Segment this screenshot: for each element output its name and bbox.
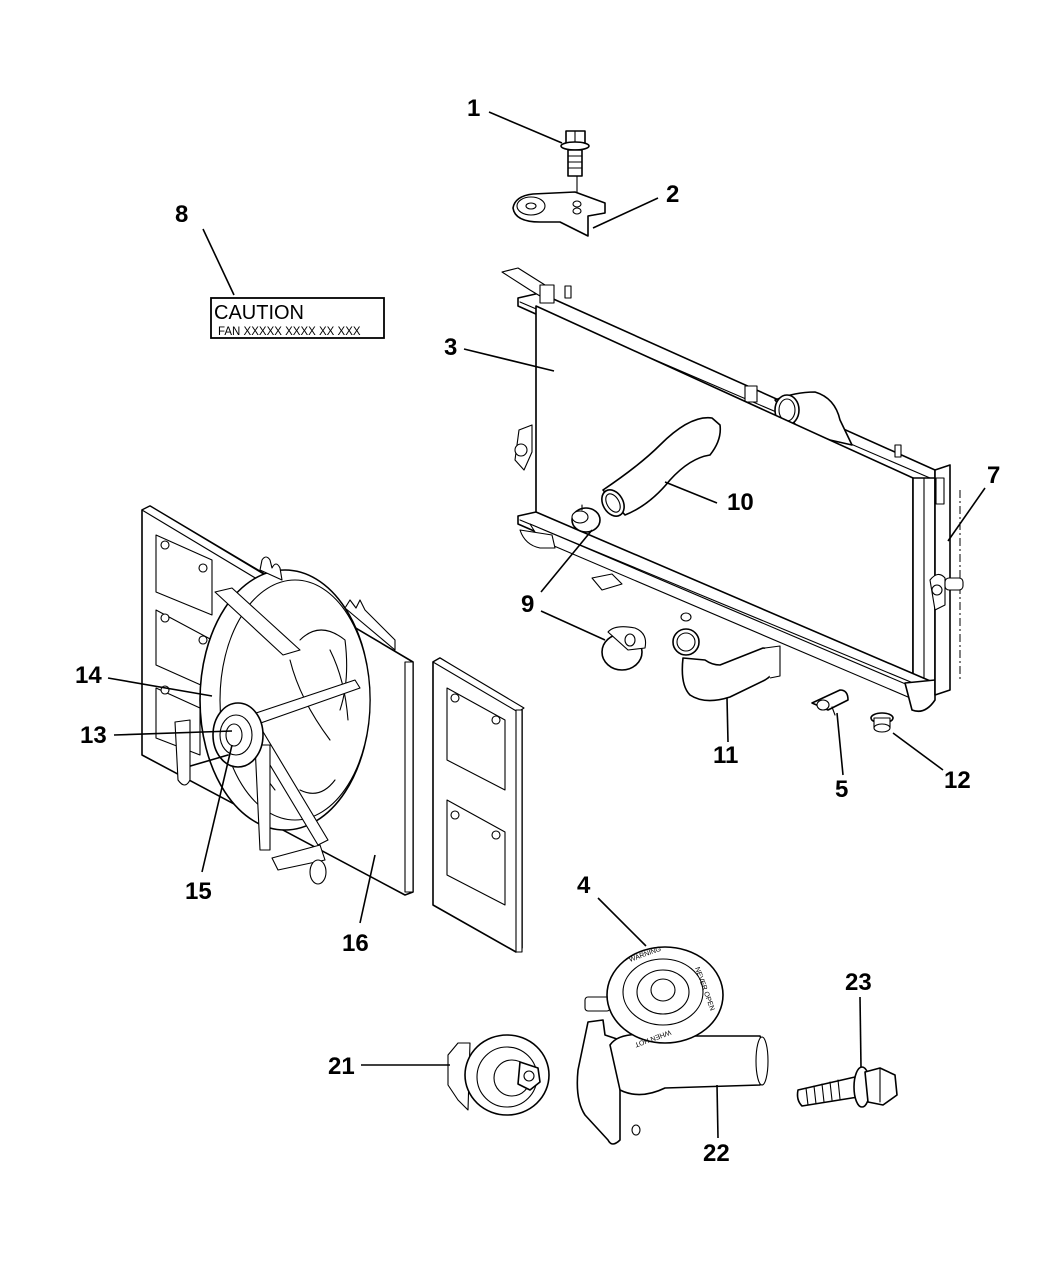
callout-15[interactable]: 15 <box>185 878 212 905</box>
callout-2[interactable]: 2 <box>666 181 679 208</box>
callout-7[interactable]: 7 <box>987 462 1000 489</box>
part-clamp-9b[interactable] <box>601 626 647 671</box>
part-bracket-2[interactable] <box>512 191 606 237</box>
callout-5[interactable]: 5 <box>835 776 848 803</box>
callout-12[interactable]: 12 <box>944 767 971 794</box>
part-upper-hose-10[interactable] <box>597 416 722 520</box>
callout-8[interactable]: 8 <box>175 201 188 228</box>
part-fan-shroud-16[interactable] <box>141 505 414 896</box>
callout-22[interactable]: 22 <box>703 1140 730 1167</box>
callout-14[interactable]: 14 <box>75 662 102 689</box>
part-lower-hose-11[interactable] <box>672 628 781 702</box>
part-thermostat-housing-22[interactable] <box>576 996 769 1145</box>
callout-labels: 1 2 3 4 5 7 8 9 10 11 12 13 14 15 16 21 … <box>75 95 1000 1167</box>
callout-1[interactable]: 1 <box>467 95 480 122</box>
callout-13[interactable]: 13 <box>80 722 107 749</box>
callout-11[interactable]: 11 <box>713 742 738 769</box>
part-radiator-cap-4[interactable]: WARNING NEVER OPEN WHEN HOT <box>606 946 724 1048</box>
part-bolt-1[interactable] <box>560 130 590 196</box>
part-thermostat-21[interactable] <box>447 1034 550 1116</box>
callout-4[interactable]: 4 <box>577 872 591 899</box>
callout-23[interactable]: 23 <box>845 969 872 996</box>
part-radiator-3[interactable] <box>501 267 936 713</box>
callout-3[interactable]: 3 <box>444 334 457 361</box>
callout-21[interactable]: 21 <box>328 1053 355 1080</box>
caution-title: CAUTION <box>214 302 304 324</box>
part-isolator-12[interactable] <box>870 712 894 733</box>
part-clamp-9a[interactable] <box>571 504 601 533</box>
part-shroud-panel[interactable] <box>432 657 525 953</box>
callout-10[interactable]: 10 <box>727 489 754 516</box>
part-side-seal-7[interactable] <box>929 464 964 696</box>
leader-lines <box>107 111 986 1139</box>
callout-16[interactable]: 16 <box>342 930 369 957</box>
callout-9[interactable]: 9 <box>521 591 534 618</box>
caution-label: CAUTION FAN XXXXX XXXX XX XXX <box>210 297 385 339</box>
part-bolt-23[interactable] <box>796 1066 898 1108</box>
part-drain-5[interactable] <box>811 689 849 716</box>
caution-text: FAN XXXXX XXXX XX XXX <box>218 326 361 338</box>
